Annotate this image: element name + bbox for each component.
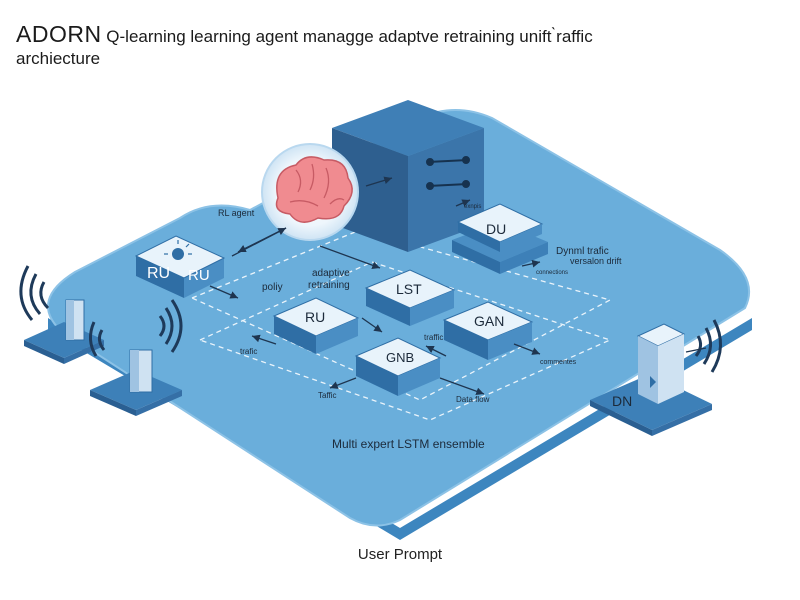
title-line-1: ADORN Q-learning learning agent managge … — [16, 22, 786, 49]
du-block — [452, 203, 548, 274]
traffic-label-c: Taffic — [318, 391, 337, 400]
adaptive-label-1: adaptive — [312, 268, 350, 279]
dynamic-traffic-label-2: versalon drift — [570, 256, 622, 266]
wifi-icon — [89, 299, 183, 357]
antenna-left-2 — [90, 349, 182, 416]
core-cube — [332, 100, 484, 252]
gan-label: GAN — [474, 313, 504, 329]
gan-block — [442, 301, 534, 360]
data-flow-label: Data flow — [456, 395, 490, 404]
dn-label: DN — [612, 393, 632, 409]
ru-block-left — [134, 235, 226, 298]
gnb-label: GNB — [386, 350, 414, 365]
ru-inner-label: RU — [305, 309, 325, 325]
ru-left-label-b: RU — [188, 267, 210, 284]
flow-arrows — [209, 176, 541, 395]
ru-block-inner — [272, 297, 360, 354]
brain-icon — [261, 143, 359, 241]
user-prompt-caption: User Prompt — [357, 546, 443, 563]
tiny-mid-label: connections — [536, 270, 568, 276]
ru-left-label-a: RU — [147, 265, 170, 282]
dynamic-traffic-label-1: Dynml trafic — [556, 246, 609, 257]
antenna-left-1 — [24, 299, 104, 364]
rl-agent-label: RL agent — [218, 208, 255, 218]
tiny-top-label: exnpis — [464, 204, 481, 210]
title-text: Q-learning learning agent managge adaptv… — [106, 27, 552, 46]
gnb-block — [354, 337, 442, 396]
title-line-2: archiecture — [16, 49, 101, 68]
tiny-right-label: commentes — [540, 359, 577, 366]
traffic-label-a: trafic — [240, 347, 257, 356]
adaptive-label-2: retraining — [308, 280, 350, 291]
traffic-label-b: traffic — [424, 333, 443, 342]
dn-station — [590, 323, 712, 436]
title-tail: raffic — [556, 27, 593, 46]
wifi-icon — [694, 319, 722, 373]
dashed-regions — [190, 229, 612, 421]
lstm-label: LST — [396, 281, 422, 297]
lstm-block — [364, 269, 456, 326]
du-label: DU — [486, 221, 506, 237]
wifi-icon — [19, 265, 50, 321]
title-brand: ADORN — [16, 21, 102, 47]
ensemble-label: Multi expert LSTM ensemble — [332, 437, 485, 451]
policy-label: poliy — [262, 282, 283, 293]
diagram-title: ADORN Q-learning learning agent managge … — [16, 22, 786, 69]
